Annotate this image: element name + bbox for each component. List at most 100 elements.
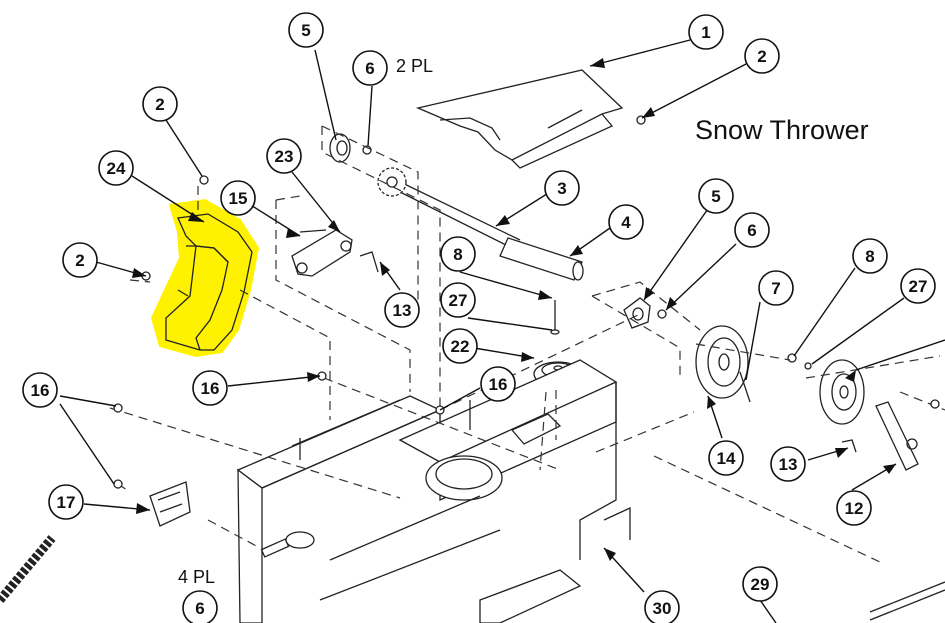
callout-c7: 7 [758, 270, 794, 306]
callout-label: 17 [57, 493, 76, 512]
callout-c2a: 2 [744, 38, 780, 74]
callout-circle [644, 590, 680, 623]
callout-circle [384, 292, 420, 328]
callout-label: 16 [31, 381, 50, 400]
callout-label: 7 [771, 279, 780, 298]
callout-circle [744, 38, 780, 74]
callout-circle [266, 138, 302, 174]
callout-circle [220, 180, 256, 216]
part-3-shaft [377, 167, 521, 249]
part-1-cover [415, 69, 624, 169]
part-24-deflector [165, 213, 253, 351]
part-12-arm [875, 401, 919, 471]
callout-c15: 15 [220, 180, 256, 216]
leader-lines [59, 39, 945, 623]
callout-c5b: 5 [698, 178, 734, 214]
arrowheads [132, 58, 896, 561]
callout-label: 2 [75, 251, 84, 270]
callout-label: 27 [909, 277, 928, 296]
callout-circle [836, 490, 872, 526]
callout-circle [440, 282, 476, 318]
callout-label: 8 [453, 245, 462, 264]
callout-c13b: 13 [770, 446, 806, 482]
callout-c6b: 6 [734, 212, 770, 248]
callout-c6a: 6 [352, 50, 388, 86]
callout-c16b: 16 [480, 366, 516, 402]
callout-label: 5 [711, 187, 720, 206]
callout-c24: 24 [98, 150, 134, 186]
note-2pl: 2 PL [396, 56, 433, 76]
callout-c2b: 2 [142, 86, 178, 122]
callout-circle [288, 12, 324, 48]
callout-c1: 1 [688, 14, 724, 50]
callout-circle [440, 236, 476, 272]
part-17-bracket [149, 481, 191, 527]
callout-label: 30 [653, 599, 672, 618]
callout-circle [182, 590, 218, 623]
callout-label: 4 [621, 213, 631, 232]
callout-label: 8 [865, 247, 874, 266]
callout-label: 6 [365, 59, 374, 78]
callout-label: 13 [779, 455, 798, 474]
callout-circle [352, 50, 388, 86]
callout-c27a: 27 [440, 282, 476, 318]
highlight-part-24 [150, 198, 260, 358]
callout-circle [708, 440, 744, 476]
callout-circle [734, 212, 770, 248]
callout-circle [758, 270, 794, 306]
callout-label: 1 [701, 23, 710, 42]
callout-circle [770, 446, 806, 482]
callout-label: 5 [301, 21, 310, 40]
part-4-tube [499, 237, 584, 281]
callout-circle [62, 242, 98, 278]
part-30-housing [236, 359, 945, 623]
part-13-spring [359, 251, 857, 453]
callout-circle [22, 372, 58, 408]
callout-c4: 4 [608, 204, 644, 240]
callout-label: 27 [449, 291, 468, 310]
callout-c8b: 8 [852, 238, 888, 274]
callout-label: 3 [557, 179, 566, 198]
part-idler-pulley [787, 353, 865, 425]
callout-circle [698, 178, 734, 214]
callout-circle [544, 170, 580, 206]
callout-c22: 22 [442, 328, 478, 364]
callout-circle [688, 14, 724, 50]
fasteners [113, 115, 940, 489]
callout-c29: 29 [742, 566, 778, 602]
callout-c16c: 16 [22, 372, 58, 408]
callout-c8a: 8 [440, 236, 476, 272]
callout-c23: 23 [266, 138, 302, 174]
callout-label: 12 [845, 499, 864, 518]
part-5-bearing-right [623, 297, 667, 329]
diagram-title: Snow Thrower [695, 115, 869, 145]
callout-c5a: 5 [288, 12, 324, 48]
callout-c14: 14 [708, 440, 744, 476]
callout-label: 6 [195, 599, 204, 618]
callout-label: 13 [393, 301, 412, 320]
callout-label: 16 [489, 375, 508, 394]
callout-c2c: 2 [62, 242, 98, 278]
callout-label: 23 [275, 147, 294, 166]
assembly-lines [109, 125, 945, 563]
callout-label: 22 [451, 337, 470, 356]
callout-label: 2 [155, 95, 164, 114]
callout-label: 16 [201, 379, 220, 398]
callout-label: 29 [751, 575, 770, 594]
part-23-linkage [291, 229, 353, 277]
callout-circle [98, 150, 134, 186]
callout-c6c: 6 [182, 590, 218, 623]
note-4pl: 4 PL [178, 567, 215, 587]
callout-label: 24 [107, 159, 126, 178]
callout-label: 15 [229, 189, 248, 208]
callout-c30: 30 [644, 590, 680, 623]
callout-circle [142, 86, 178, 122]
callout-circle [480, 366, 516, 402]
callout-label: 2 [757, 47, 766, 66]
callout-circle [608, 204, 644, 240]
drive-chain [0, 535, 56, 603]
callout-c16a: 16 [192, 370, 228, 406]
